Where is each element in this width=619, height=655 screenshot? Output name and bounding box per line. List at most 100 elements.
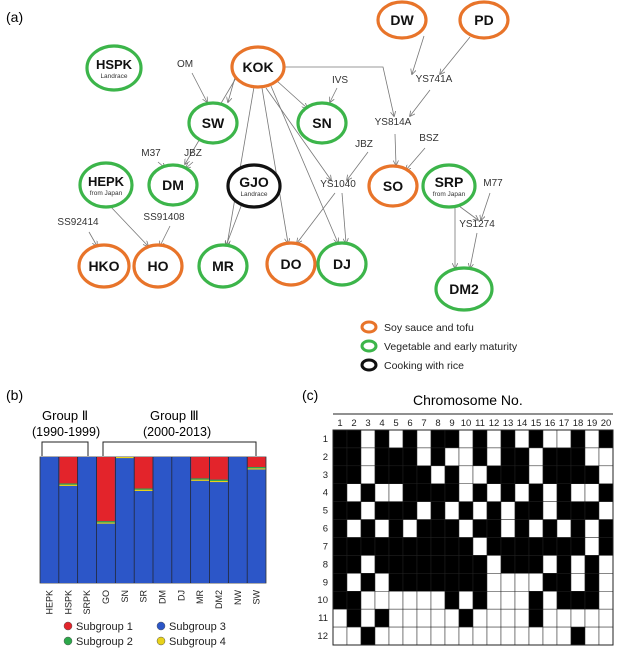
chromosome-cell (416, 555, 432, 574)
cultivar-name: HSPK (96, 57, 133, 72)
chromosome-cell (570, 519, 586, 538)
chromosome-cell (542, 591, 558, 610)
cultivar-ellipse (434, 266, 494, 312)
chromosome-cell (472, 519, 488, 538)
chromosome-cell (584, 537, 600, 556)
chromosome-cell (472, 429, 488, 449)
chromosome-cell (388, 573, 404, 592)
pedigree-arrow (88, 231, 97, 246)
chromosome-cell (430, 429, 446, 449)
chromosome-column-label: 7 (421, 418, 426, 429)
group3-years: (2000-2013) (143, 425, 211, 439)
pedigree-arrow (191, 72, 207, 102)
chromosome-cell (500, 608, 516, 628)
chromosome-cell (430, 519, 446, 538)
chromosome-cell (402, 447, 418, 467)
chromosome-cell (472, 537, 488, 556)
chromosome-cell (332, 447, 348, 467)
chromosome-cell (374, 555, 390, 574)
chromosome-cell (570, 537, 586, 556)
chromosome-cell (598, 591, 614, 610)
cultivar-node-dm2: DM2 (434, 266, 494, 312)
bar-segment-subgroup-3 (40, 457, 59, 583)
cultivar-node-sw: SW (187, 101, 239, 145)
chromosome-frame (332, 429, 614, 646)
chromosome-cell (430, 608, 446, 628)
bar-segment-subgroup-3 (153, 457, 172, 583)
chromosome-cell (388, 591, 404, 610)
chromosome-cell (542, 608, 558, 628)
cultivar-ellipse (132, 243, 184, 289)
chromosome-cell (570, 555, 586, 574)
chromosome-cell (430, 465, 446, 485)
chromosome-row-label: 4 (323, 488, 328, 499)
cultivar-ellipse (85, 44, 143, 92)
chromosome-cell (528, 465, 544, 485)
chromosome-cell (444, 501, 460, 520)
bar-tick-label: SR (139, 590, 149, 603)
bar-segment-subgroup-2 (247, 467, 266, 469)
chromosome-cell (346, 591, 362, 610)
chromosome-cell (430, 483, 446, 502)
chromosome-cell (584, 555, 600, 574)
chromosome-cell (528, 608, 544, 628)
chromosome-cell (542, 626, 558, 646)
cultivar-ellipse (226, 163, 282, 209)
chromosome-cell (472, 626, 488, 646)
bar-segment-subgroup-4 (210, 480, 228, 483)
chromosome-cell (402, 573, 418, 592)
chromosome-cell (514, 537, 530, 556)
chromosome-cell (486, 608, 502, 628)
chromosome-cell (486, 537, 502, 556)
parent-line-label: BSZ (419, 133, 438, 144)
chromosome-cell (332, 626, 348, 646)
pedigree-arrow (276, 80, 307, 108)
chromosome-cell (514, 429, 530, 449)
subgroup-legend-text: Subgroup 4 (169, 636, 226, 648)
chromosome-cell (402, 465, 418, 485)
legend-text-veg: Vegetable and early maturity (384, 341, 518, 353)
chromosome-cell (486, 555, 502, 574)
chromosome-cell (374, 608, 390, 628)
cultivar-ellipse (187, 101, 239, 145)
bar-segment-subgroup-2 (59, 483, 78, 485)
chromosome-cell (528, 555, 544, 574)
chromosome-cell (514, 519, 530, 538)
chromosome-cell (584, 608, 600, 628)
bar-segment-subgroup-1 (134, 457, 153, 489)
chromosome-cell (458, 537, 474, 556)
chromosome-cell (346, 608, 362, 628)
pedigree-arrow (297, 192, 336, 243)
chromosome-cell (346, 447, 362, 467)
chromosome-cell (570, 465, 586, 485)
chromosome-cell (346, 537, 362, 556)
subgroup-legend-text: Subgroup 3 (169, 621, 226, 633)
bar-segment-subgroup-3 (191, 480, 209, 583)
legend-swatch-rice (360, 358, 378, 372)
chromosome-cell (416, 573, 432, 592)
chromosome-cell (332, 465, 348, 485)
chromosome-cell (444, 537, 460, 556)
cultivar-name: HKO (88, 258, 119, 274)
subgroup-swatch (63, 636, 73, 646)
cultivar-name: DM (162, 177, 184, 193)
chromosome-cell (402, 483, 418, 502)
cultivar-node-dw: DW (376, 0, 428, 40)
bar-tick-label: HEPK (44, 590, 54, 615)
bar-segment-subgroup-3 (210, 482, 228, 583)
chromosome-cell (556, 501, 572, 520)
chromosome-cell (332, 537, 348, 556)
chromosome-cell (556, 447, 572, 467)
cultivar-node-kok: KOK (230, 45, 286, 89)
panel-a-label: (a) (6, 9, 23, 25)
chromosome-cell (486, 626, 502, 646)
pedigree-arrow (160, 225, 171, 246)
parent-line-label: SS91408 (143, 212, 185, 223)
chromosome-cell (570, 483, 586, 502)
chromosome-cell (542, 501, 558, 520)
chromosome-cell (360, 555, 376, 574)
